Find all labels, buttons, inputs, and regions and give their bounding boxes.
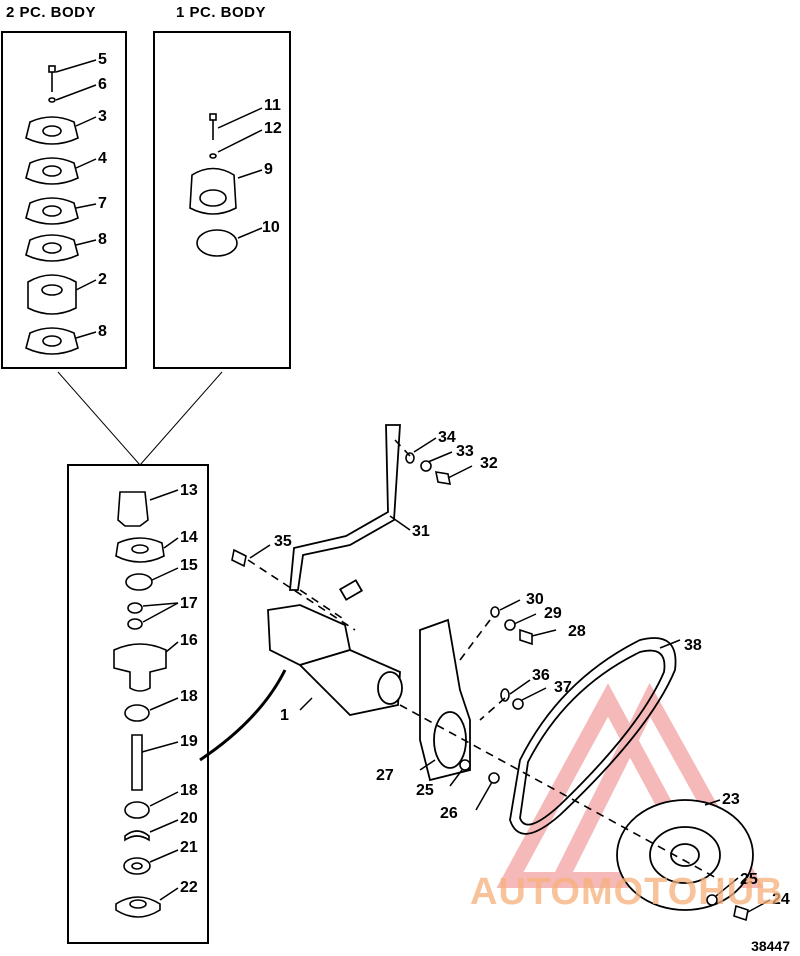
callout-33: 33 — [456, 443, 474, 460]
one-pc-leader-lines — [217, 107, 263, 239]
figure-number: 38447 — [751, 938, 790, 954]
callout-35: 35 — [274, 533, 292, 550]
callout-3: 3 — [98, 108, 107, 125]
pump-component-leader-lines — [141, 489, 179, 901]
callout-21: 21 — [180, 839, 198, 856]
callout-26: 26 — [440, 805, 458, 822]
main-leader-lines — [249, 437, 771, 913]
callout-24: 24 — [772, 891, 790, 908]
callout-1: 1 — [280, 707, 289, 724]
callout-30: 30 — [526, 591, 544, 608]
two-pc-body-heading: 2 PC. BODY — [6, 4, 97, 21]
callout-36: 36 — [532, 667, 550, 684]
callout-14: 14 — [180, 529, 198, 546]
panel-connector-line — [57, 371, 141, 466]
two-pc-body-parts — [25, 65, 79, 355]
one-pc-body-heading: 1 PC. BODY — [176, 4, 267, 21]
callout-32: 32 — [480, 455, 498, 472]
callout-8b: 8 — [98, 323, 107, 340]
callout-10: 10 — [262, 219, 280, 236]
callout-38: 38 — [684, 637, 702, 654]
callout-9: 9 — [264, 161, 273, 178]
callout-5: 5 — [98, 51, 107, 68]
callout-37: 37 — [554, 679, 572, 696]
one-pc-body-panel — [153, 31, 291, 369]
callout-13: 13 — [180, 482, 198, 499]
callout-27: 27 — [376, 767, 394, 784]
assembly-guide-lines — [247, 439, 721, 881]
callout-8a: 8 — [98, 231, 107, 248]
watermark-text: AUTOMOTOHUB — [470, 871, 784, 913]
callout-11: 11 — [264, 97, 281, 114]
callout-25b: 25 — [740, 871, 758, 888]
callout-17: 17 — [180, 595, 198, 612]
callout-7: 7 — [98, 195, 107, 212]
fasteners — [231, 452, 749, 922]
pump-component-parts — [113, 491, 167, 918]
one-pc-body-parts — [189, 113, 238, 257]
callout-23: 23 — [722, 791, 740, 808]
pump-components-panel — [67, 464, 209, 944]
callout-2: 2 — [98, 271, 107, 288]
callout-28: 28 — [568, 623, 586, 640]
callout-15: 15 — [180, 557, 198, 574]
callout-18a: 18 — [180, 688, 198, 705]
callout-18b: 18 — [180, 782, 198, 799]
two-pc-leader-lines — [55, 59, 97, 339]
callout-25a: 25 — [416, 782, 434, 799]
panel-connector-line — [139, 371, 223, 466]
callout-22: 22 — [180, 879, 198, 896]
callout-20: 20 — [180, 810, 198, 827]
callout-29: 29 — [544, 605, 562, 622]
callout-12: 12 — [264, 120, 282, 137]
callout-16: 16 — [180, 632, 198, 649]
callout-6: 6 — [98, 76, 107, 93]
callout-4: 4 — [98, 150, 107, 167]
hose — [199, 669, 287, 762]
main-assembly — [267, 424, 754, 911]
callout-31: 31 — [412, 523, 430, 540]
callout-34: 34 — [438, 429, 456, 446]
two-pc-body-panel — [1, 31, 127, 369]
callout-19: 19 — [180, 733, 198, 750]
